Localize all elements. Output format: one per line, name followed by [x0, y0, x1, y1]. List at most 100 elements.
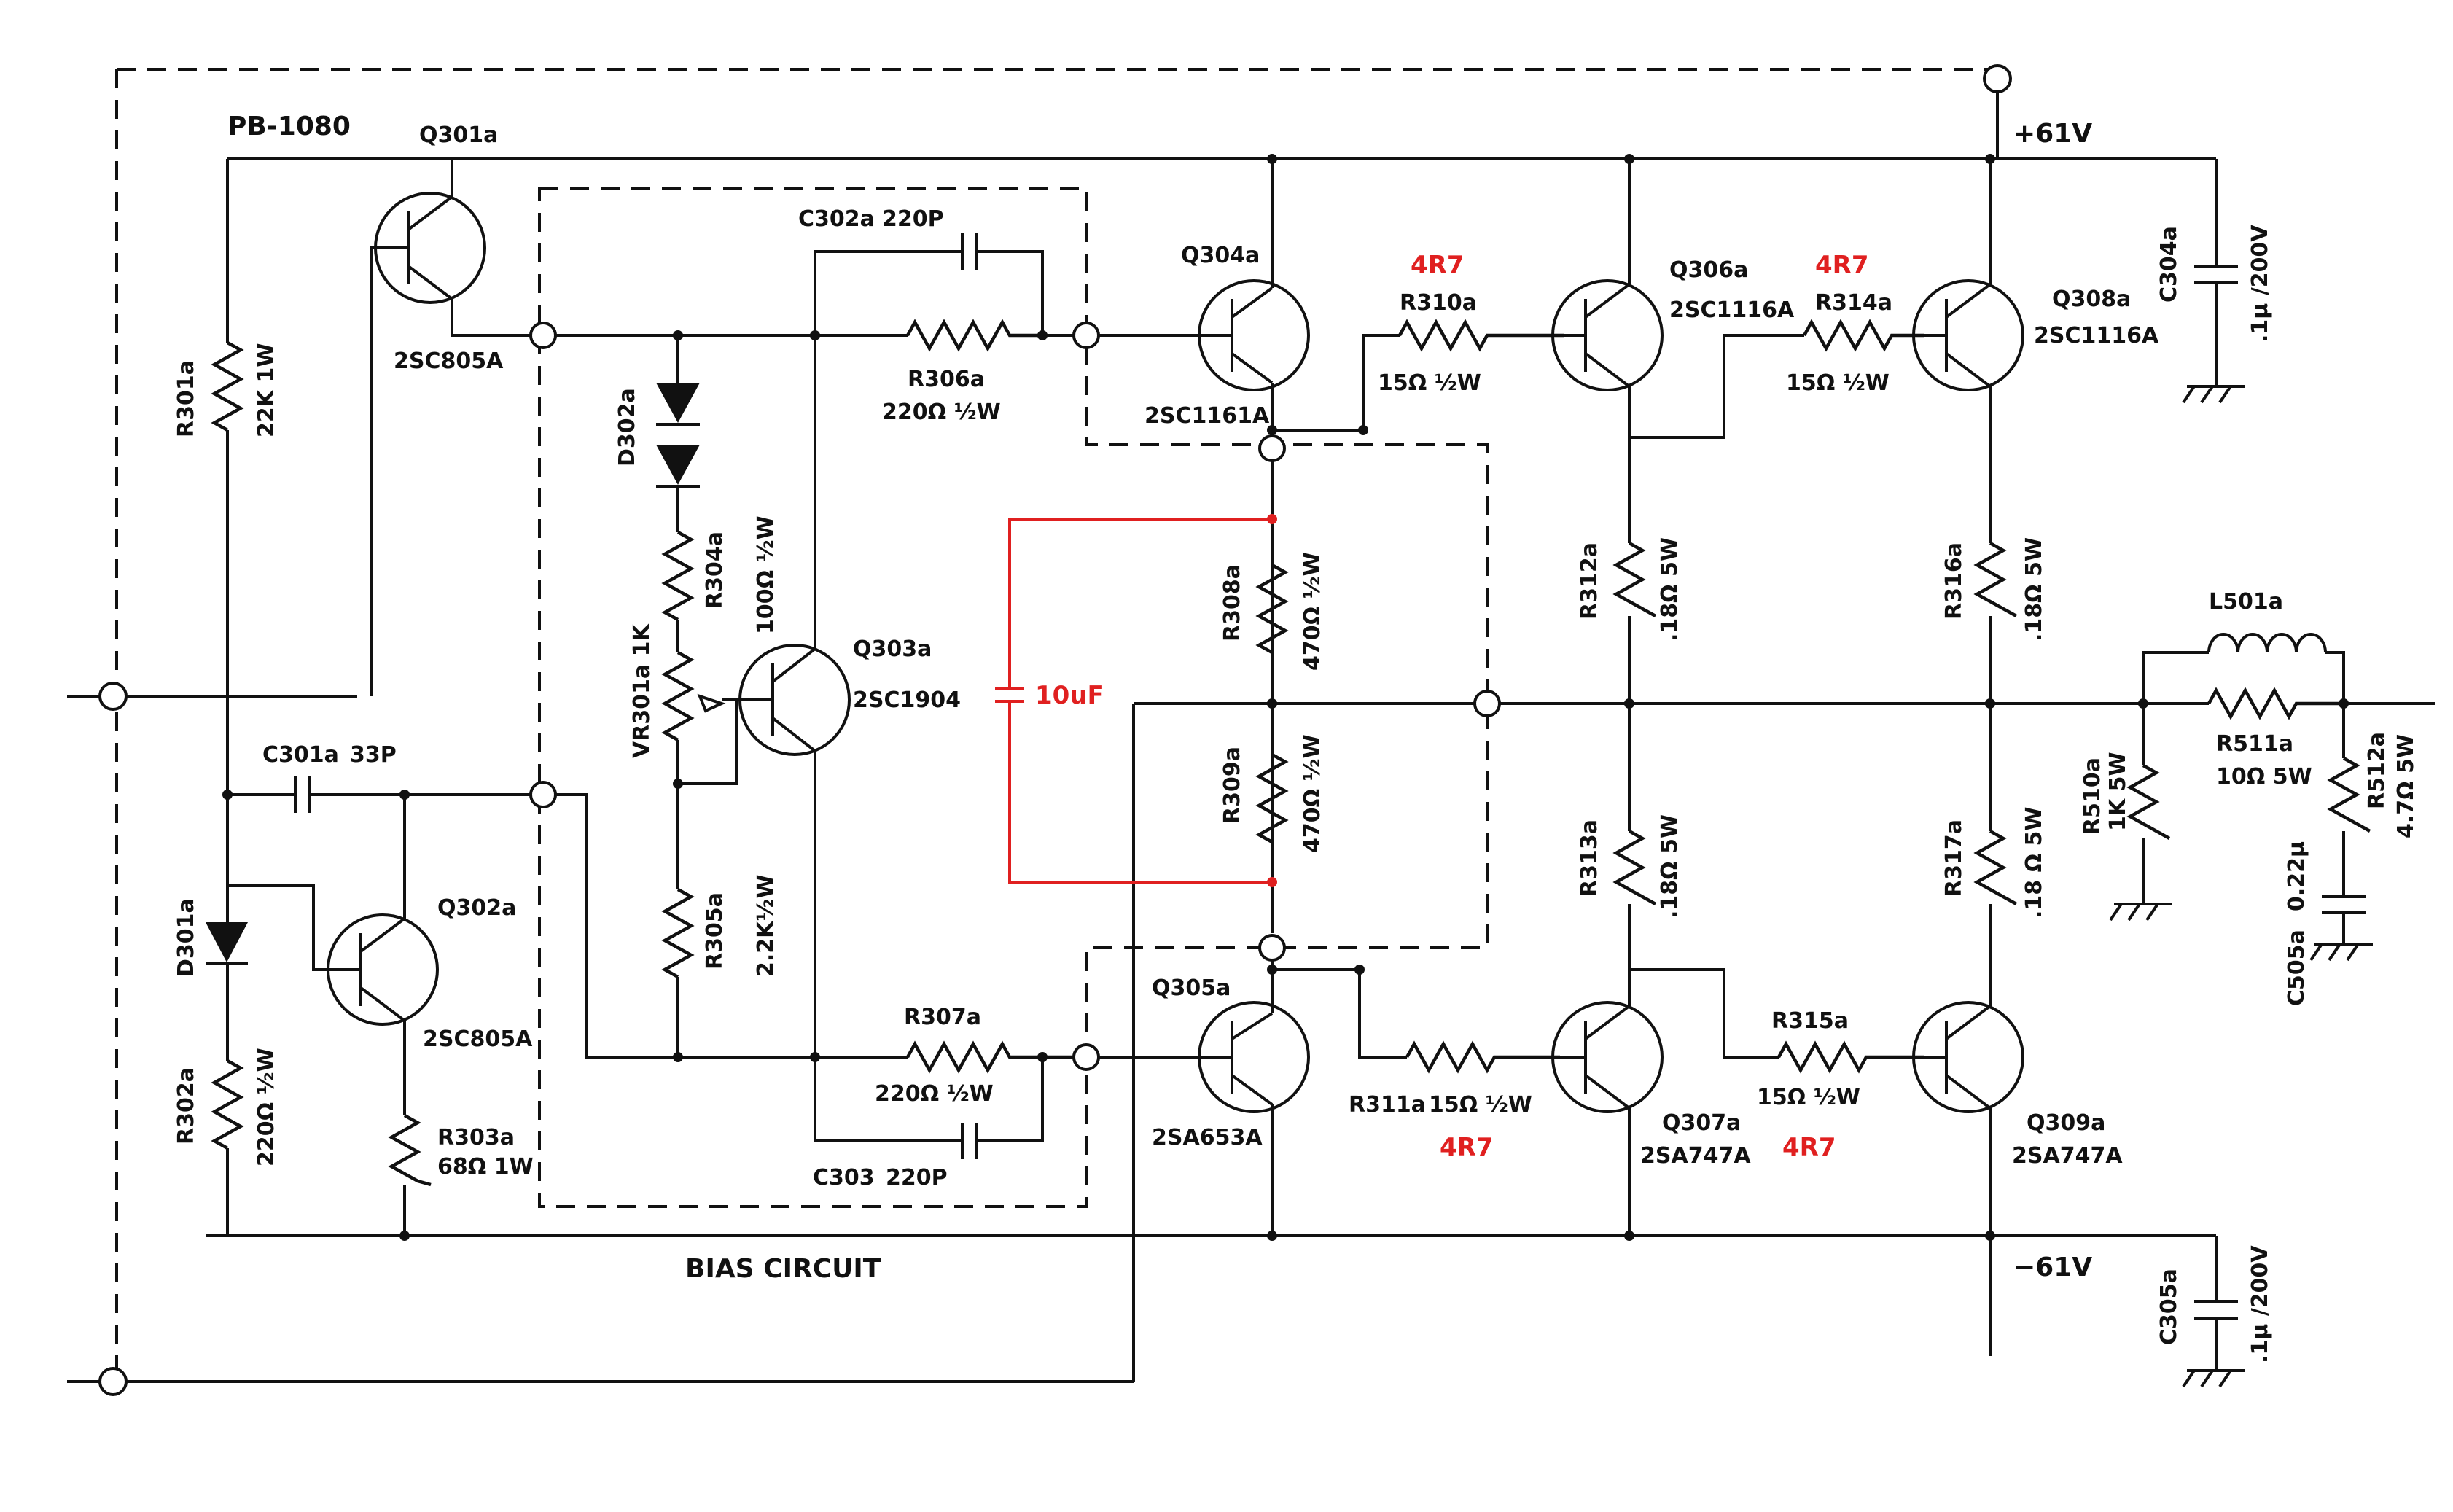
- ground-terminal[interactable]: [98, 1367, 128, 1396]
- component-label: R314a: [1815, 290, 1892, 316]
- diode-d301a: [206, 922, 248, 965]
- resistor-r308a: [1255, 564, 1289, 654]
- mod-cap-label: 10uF: [1035, 681, 1104, 710]
- input-terminal[interactable]: [98, 682, 128, 711]
- component-label: R303a: [437, 1125, 515, 1150]
- component-label: Q306a: [1669, 257, 1748, 283]
- resistor-r317a: [1973, 830, 2018, 905]
- component-label: 2SC805A: [394, 348, 504, 374]
- board-outline: [115, 68, 1997, 1382]
- component-label: R311a: [1349, 1092, 1426, 1118]
- component-label: 220Ω ½W: [254, 1048, 279, 1166]
- component-label: 220Ω ½W: [882, 400, 1001, 425]
- component-label: .18Ω 5W: [1657, 537, 1682, 642]
- component-label: 1K 5W: [2105, 752, 2131, 831]
- component-label: Q308a: [2052, 287, 2131, 312]
- component-label: Q304a: [1181, 243, 1260, 268]
- component-label: 2.2K½W: [753, 874, 779, 977]
- component-label: R313a: [1577, 819, 1602, 897]
- component-label: Q301a: [419, 122, 498, 148]
- component-label: Q307a: [1662, 1110, 1741, 1136]
- component-label: 2SA747A: [1640, 1143, 1751, 1169]
- component-label: 2SC805A: [423, 1026, 533, 1052]
- mod-r314: 4R7: [1815, 251, 1869, 280]
- component-label: 22K 1W: [254, 343, 279, 437]
- neg-rail-label: −61V: [2013, 1252, 2092, 1282]
- component-label: 15Ω ½W: [1757, 1085, 1860, 1110]
- component-label: R512a: [2364, 732, 2390, 809]
- resistor-r511a: [2207, 687, 2344, 720]
- resistor-r303a: [388, 1114, 432, 1187]
- mod-r310: 4R7: [1411, 251, 1465, 280]
- component-label: 2SC1116A: [2034, 323, 2159, 348]
- mod-r311: 4R7: [1440, 1133, 1494, 1162]
- pos-rail-label: +61V: [2013, 119, 2092, 149]
- component-label: R309a: [1220, 747, 1245, 824]
- transistor-q309a: [1912, 1001, 2024, 1113]
- component-label: R308a: [1220, 564, 1245, 642]
- component-label: C505a: [2284, 930, 2309, 1006]
- component-label: Q302a: [437, 895, 516, 921]
- component-label: .1μ /200V: [2247, 1245, 2273, 1363]
- component-label: 2SC1116A: [1669, 297, 1795, 323]
- component-label: R302a: [173, 1067, 199, 1145]
- component-label: R510a: [2080, 757, 2105, 835]
- component-label: D302a: [615, 388, 640, 467]
- component-label: 220P: [886, 1165, 948, 1190]
- component-label: Q309a: [2027, 1110, 2105, 1136]
- component-label: R511a: [2216, 731, 2293, 757]
- mod-r315: 4R7: [1782, 1133, 1836, 1162]
- resistor-r312a: [1612, 542, 1657, 617]
- component-label: R304a: [702, 531, 728, 609]
- inductor-l501a: [2207, 633, 2327, 653]
- component-label: .18Ω 5W: [2021, 537, 2047, 642]
- component-label: C304a: [2156, 226, 2182, 303]
- resistor-r305a: [661, 888, 695, 978]
- component-label: 15Ω ½W: [1786, 370, 1890, 396]
- component-label: .1μ /200V: [2247, 225, 2273, 343]
- component-label: R316a: [1941, 542, 1967, 620]
- resistor-r306a: [906, 319, 1042, 352]
- component-label: 220P: [882, 206, 944, 232]
- component-label: R310a: [1400, 290, 1477, 316]
- component-label: L501a: [2209, 589, 2283, 615]
- component-label: 15Ω ½W: [1429, 1092, 1532, 1118]
- component-label: 470Ω ½W: [1300, 734, 1325, 853]
- component-label: Q305a: [1152, 975, 1231, 1001]
- component-label: 33P: [350, 742, 397, 768]
- component-label: 470Ω ½W: [1300, 552, 1325, 671]
- component-label: C305a: [2156, 1269, 2182, 1345]
- component-label: VR301a 1K: [629, 623, 655, 758]
- mod-capacitor-wire: [1008, 518, 1272, 689]
- component-label: .18 Ω 5W: [2021, 806, 2047, 919]
- component-label: C303: [813, 1165, 875, 1190]
- component-label: R317a: [1941, 819, 1967, 897]
- resistor-r304a: [661, 531, 695, 621]
- board-label: PB-1080: [227, 112, 351, 141]
- resistor-r302a: [211, 1059, 244, 1150]
- resistor-r310a: [1398, 319, 1564, 352]
- resistor-r309a: [1255, 753, 1289, 843]
- component-label: 68Ω 1W: [437, 1154, 534, 1180]
- component-label: R307a: [904, 1005, 981, 1030]
- component-label: R305a: [702, 892, 728, 970]
- resistor-r512a: [2327, 757, 2371, 833]
- trimmer-vr301a: [661, 651, 695, 741]
- component-label: 10Ω 5W: [2216, 764, 2312, 790]
- transistor-q301a: [374, 159, 486, 304]
- component-label: 2SC1904: [853, 687, 961, 713]
- rail-terminal-pos[interactable]: [1983, 64, 2012, 93]
- resistor-r510a: [2126, 764, 2171, 840]
- component-label: 220Ω ½W: [875, 1081, 994, 1107]
- bias-label: BIAS CIRCUIT: [685, 1254, 881, 1284]
- component-label: 100Ω ½W: [753, 515, 779, 634]
- component-label: C301a: [262, 742, 339, 768]
- resistor-r314a: [1803, 319, 1924, 352]
- component-label: Q303a: [853, 636, 932, 662]
- component-label: C302a: [798, 206, 875, 232]
- component-label: .18Ω 5W: [1657, 814, 1682, 919]
- component-label: R306a: [908, 367, 985, 392]
- component-label: 4.7Ω 5W: [2393, 734, 2419, 838]
- component-label: 0.22μ: [2284, 841, 2309, 911]
